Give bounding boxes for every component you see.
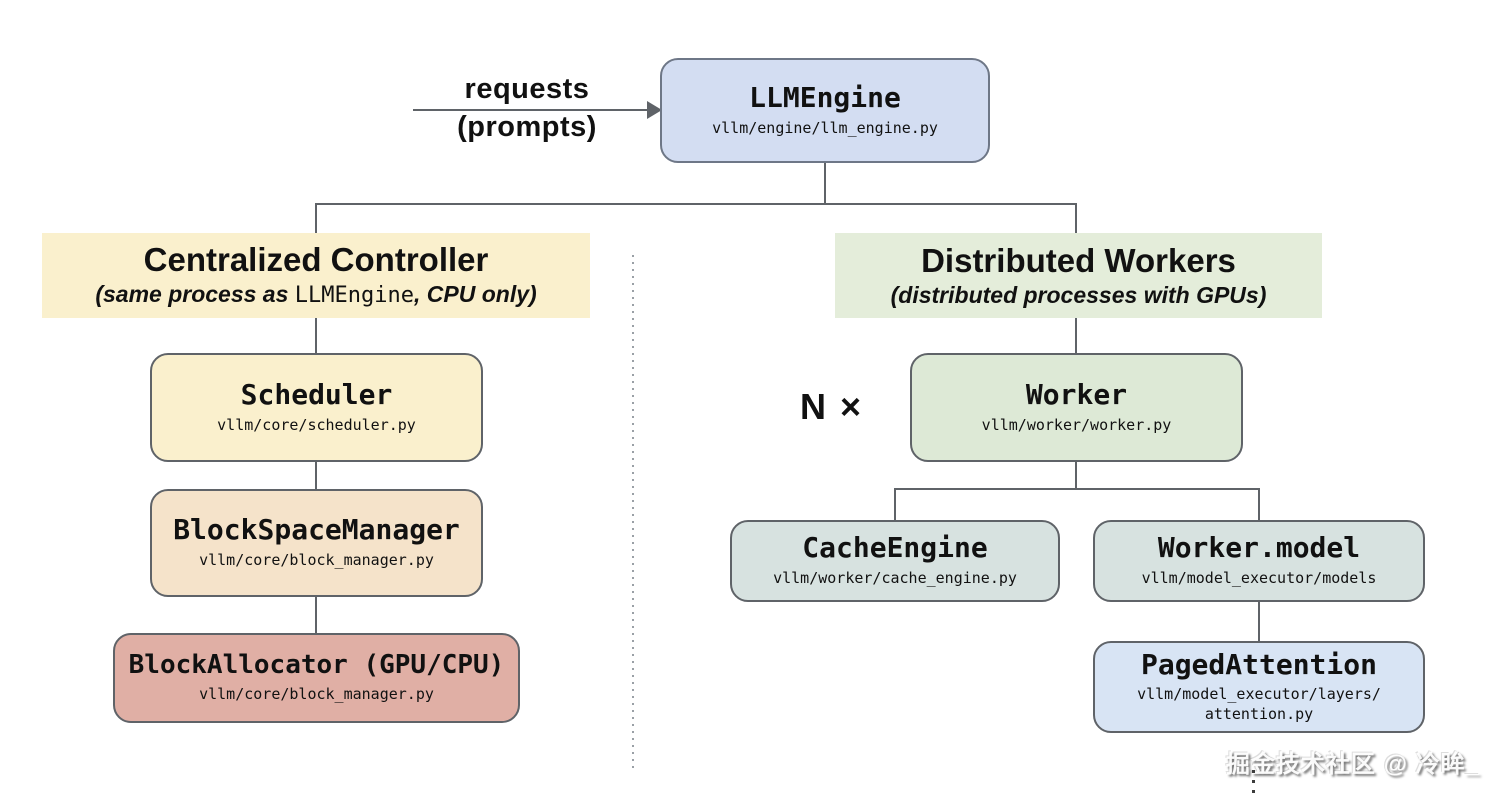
left-section-title: Centralized Controller <box>143 241 489 279</box>
watermark-dots <box>1252 770 1255 794</box>
node-scheduler-title: Scheduler <box>240 377 393 411</box>
section-header-distributed-workers: Distributed Workers (distributed process… <box>835 233 1322 318</box>
watermark: 掘金技术社区 @ 冷眸_ <box>1225 751 1480 778</box>
connector-scheduler-bsm <box>315 462 317 489</box>
node-scheduler: Scheduler vllm/core/scheduler.py <box>150 353 483 462</box>
connector-cacheengine-down <box>894 488 896 520</box>
node-paged-attention: PagedAttention vllm/model_executor/layer… <box>1093 641 1425 733</box>
connector-llmengine-down <box>824 163 826 204</box>
node-paged-attention-path: vllm/model_executor/layers/ attention.py <box>1137 685 1381 723</box>
node-scheduler-path: vllm/core/scheduler.py <box>217 415 416 434</box>
connector-workermodel-down <box>1258 488 1260 520</box>
connector-rightheader-worker <box>1075 318 1077 353</box>
node-worker-title: Worker <box>1025 377 1128 411</box>
node-block-allocator-path: vllm/core/block_manager.py <box>199 685 434 704</box>
node-paged-attention-title: PagedAttention <box>1140 647 1377 681</box>
node-worker-model-title: Worker.model <box>1157 531 1361 565</box>
connector-worker-down <box>1075 462 1077 490</box>
connector-right-branch-down <box>1075 203 1077 233</box>
worker-multiplier-label: N × <box>800 386 864 427</box>
node-block-space-manager: BlockSpaceManager vllm/core/block_manage… <box>150 489 483 597</box>
node-block-allocator: BlockAllocator (GPU/CPU) vllm/core/block… <box>113 633 520 723</box>
node-block-space-manager-path: vllm/core/block_manager.py <box>199 551 434 570</box>
connector-workermodel-pagedattention <box>1258 602 1260 641</box>
requests-arrow-line <box>413 109 650 111</box>
connector-split-horizontal <box>315 203 1077 205</box>
node-llm-engine-title: LLMEngine <box>749 80 901 114</box>
node-worker-model-path: vllm/model_executor/models <box>1141 569 1377 588</box>
right-section-title: Distributed Workers <box>921 241 1236 279</box>
node-cache-engine-path: vllm/worker/cache_engine.py <box>773 569 1017 588</box>
node-llm-engine-path: vllm/engine/llm_engine.py <box>712 118 938 137</box>
requests-label-line2: (prompts) <box>457 111 597 143</box>
connector-worker-split-horizontal <box>894 488 1260 490</box>
node-cache-engine-title: CacheEngine <box>802 531 988 565</box>
section-header-centralized-controller: Centralized Controller (same process as … <box>42 233 590 318</box>
left-section-subtitle: (same process as LLMEngine, CPU only) <box>95 281 537 309</box>
node-block-space-manager-title: BlockSpaceManager <box>173 513 460 547</box>
requests-arrowhead-icon <box>647 101 662 119</box>
connector-bsm-allocator <box>315 597 317 633</box>
connector-left-branch-down <box>315 203 317 233</box>
section-divider <box>632 255 634 773</box>
right-section-subtitle: (distributed processes with GPUs) <box>890 281 1267 308</box>
node-block-allocator-title: BlockAllocator (GPU/CPU) <box>128 650 505 681</box>
node-worker-model: Worker.model vllm/model_executor/models <box>1093 520 1425 602</box>
node-llm-engine: LLMEngine vllm/engine/llm_engine.py <box>660 58 990 163</box>
requests-label-line1: requests <box>464 73 590 105</box>
node-cache-engine: CacheEngine vllm/worker/cache_engine.py <box>730 520 1060 602</box>
node-worker-path: vllm/worker/worker.py <box>981 415 1172 434</box>
node-worker: Worker vllm/worker/worker.py <box>910 353 1243 462</box>
connector-leftheader-scheduler <box>315 318 317 353</box>
